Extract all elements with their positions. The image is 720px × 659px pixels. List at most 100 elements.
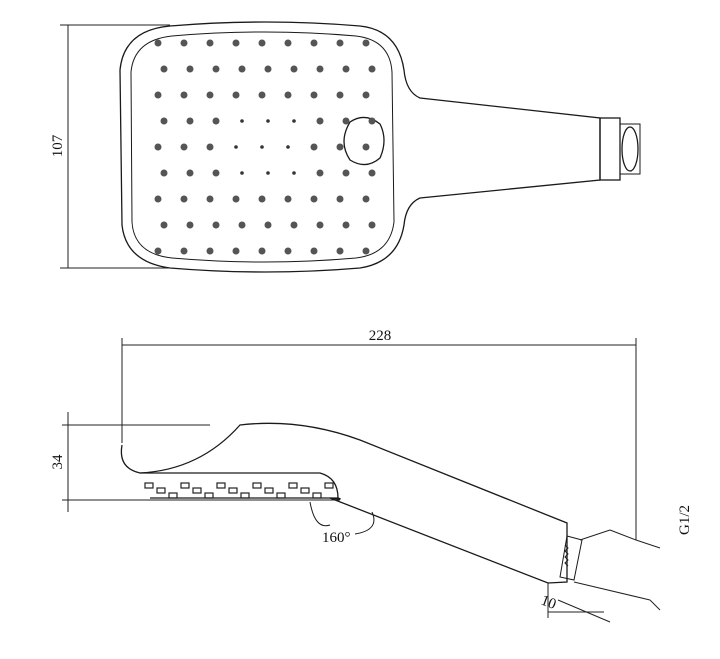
- head-inner-outline: [130, 31, 395, 263]
- nozzle-dot: [206, 39, 214, 47]
- length-dimension-label: 228: [369, 328, 392, 344]
- side-nozzle: [204, 492, 214, 499]
- nozzle-dot: [368, 117, 376, 125]
- side-nozzle: [312, 492, 322, 499]
- nozzle-dot: [206, 195, 214, 203]
- nozzle-dot: [154, 91, 162, 99]
- nozzle-dot: [336, 195, 344, 203]
- nozzle-dot: [336, 39, 344, 47]
- nozzle-dot: [362, 39, 370, 47]
- nozzle-dot: [284, 91, 292, 99]
- angle-label: 160°: [322, 530, 351, 546]
- nozzle-dot: [362, 91, 370, 99]
- side-nozzles: [144, 482, 334, 499]
- nozzle-dot: [264, 221, 272, 229]
- nozzle-dot: [186, 169, 194, 177]
- nozzle-dot: [258, 91, 266, 99]
- side-nozzle: [168, 492, 178, 499]
- nozzle-dot: [232, 39, 240, 47]
- nozzle-dot: [206, 143, 214, 151]
- side-connector: [547, 529, 661, 623]
- nozzle-dot: [292, 171, 296, 175]
- nozzle-dot: [310, 195, 318, 203]
- angle-arc: [309, 501, 375, 535]
- nozzle-dot: [316, 117, 324, 125]
- nozzle-dot: [310, 39, 318, 47]
- side-nozzle: [216, 482, 226, 489]
- nozzle-dot: [362, 195, 370, 203]
- nozzle-dot: [290, 65, 298, 73]
- nozzle-dot: [154, 195, 162, 203]
- side-nozzle: [288, 482, 298, 489]
- face-recess: [140, 472, 339, 499]
- nozzle-dot: [284, 39, 292, 47]
- side-nozzle: [264, 487, 274, 494]
- head-outline: [119, 21, 601, 273]
- nozzle-dot: [258, 195, 266, 203]
- button-icon: [343, 116, 385, 166]
- nozzle-dot: [180, 195, 188, 203]
- nozzle-dot: [310, 91, 318, 99]
- nozzle-dot: [310, 143, 318, 151]
- nozzle-dot: [180, 143, 188, 151]
- side-nozzle: [228, 487, 238, 494]
- nozzle-dot: [362, 247, 370, 255]
- nozzle-dot: [362, 143, 370, 151]
- side-nozzle: [300, 487, 310, 494]
- nozzle-dot: [160, 117, 168, 125]
- nozzle-dot: [234, 145, 238, 149]
- side-nozzle: [156, 487, 166, 494]
- side-nozzle: [180, 482, 190, 489]
- nozzle-dot: [342, 117, 350, 125]
- side-nozzle: [240, 492, 250, 499]
- nozzle-dot: [284, 195, 292, 203]
- nozzle-dot: [258, 247, 266, 255]
- nozzle-dot: [310, 247, 318, 255]
- nozzle-dot: [206, 91, 214, 99]
- nozzle-dot: [336, 143, 344, 151]
- side-nozzle: [276, 492, 286, 499]
- nozzle-dot: [232, 195, 240, 203]
- side-nozzle: [192, 487, 202, 494]
- nozzle-dot: [154, 247, 162, 255]
- nozzle-dot: [316, 65, 324, 73]
- nozzle-dot: [212, 65, 220, 73]
- nozzle-dot: [206, 247, 214, 255]
- width-dimension: 107: [50, 24, 170, 269]
- nozzle-dot: [186, 65, 194, 73]
- nozzle-dot: [368, 221, 376, 229]
- nozzle-dot: [186, 117, 194, 125]
- nozzle-dot: [186, 221, 194, 229]
- width-dimension-label: 107: [50, 134, 66, 157]
- nozzle-dot: [160, 65, 168, 73]
- nozzle-dot: [212, 117, 220, 125]
- nozzle-dot: [212, 221, 220, 229]
- connector-icon: [599, 117, 641, 181]
- nozzle-dot: [260, 145, 264, 149]
- thread-label: G1/2: [677, 505, 693, 535]
- nozzle-dot: [336, 91, 344, 99]
- nozzle-dot: [160, 221, 168, 229]
- nozzle-dot: [284, 247, 292, 255]
- connector-length-label: 10: [539, 593, 559, 613]
- nozzle-dot: [342, 65, 350, 73]
- nozzle-dot: [264, 65, 272, 73]
- nozzle-dot: [240, 119, 244, 123]
- nozzle-dot: [232, 247, 240, 255]
- nozzle-dot: [154, 143, 162, 151]
- height-dimension: 34: [50, 412, 340, 512]
- nozzle-dot: [368, 65, 376, 73]
- side-nozzle: [324, 482, 334, 489]
- nozzle-dot: [342, 221, 350, 229]
- nozzle-dot: [238, 65, 246, 73]
- handle-profile: [120, 422, 568, 584]
- nozzle-dot: [180, 91, 188, 99]
- top-view: 107: [50, 21, 641, 273]
- nozzle-dot: [292, 119, 296, 123]
- side-view: 228 34 160° 10 G1/2: [50, 328, 693, 623]
- nozzle-dot: [342, 169, 350, 177]
- nozzle-dot: [232, 91, 240, 99]
- length-dimension: 228: [121, 328, 637, 540]
- nozzle-dot: [240, 171, 244, 175]
